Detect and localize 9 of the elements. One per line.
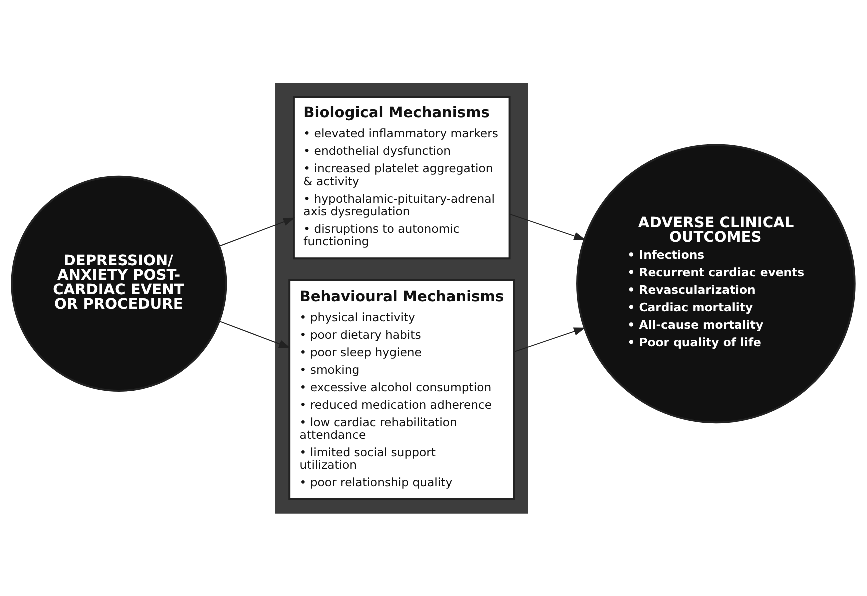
node-circle: ADVERSE CLINICAL OUTCOMES • Infections • Recurrent cardiac events • Revascularization • Cardiac mortality • All-cause mortality • Poor quality of life <box>576 144 856 424</box>
cluster <box>276 82 528 514</box>
arrow <box>219 217 296 246</box>
node-box: Behavioural Mechanisms • physical inactivity • poor dietary habits • poor sleep hygiene • smoking • excessive alcohol consumption • reduced medication adherence • low cardiac rehabilitation attendance • limited social support utilization • poor relationship quality <box>288 279 516 500</box>
arrow <box>509 213 586 240</box>
node-circle: DEPRESSION/ ANXIETY POST-CARDIAC EVENT OR PROCEDURE <box>11 175 228 392</box>
arrow <box>219 320 291 348</box>
node-box: Biological Mechanisms • elevated inflammatory markers • endothelial dysfunction • increased platelet aggregation & activity • hypothalamic-pituitary-adrenal axis dysregulation • disruptions to autonomic functioning <box>293 96 511 260</box>
arrow <box>514 327 586 352</box>
